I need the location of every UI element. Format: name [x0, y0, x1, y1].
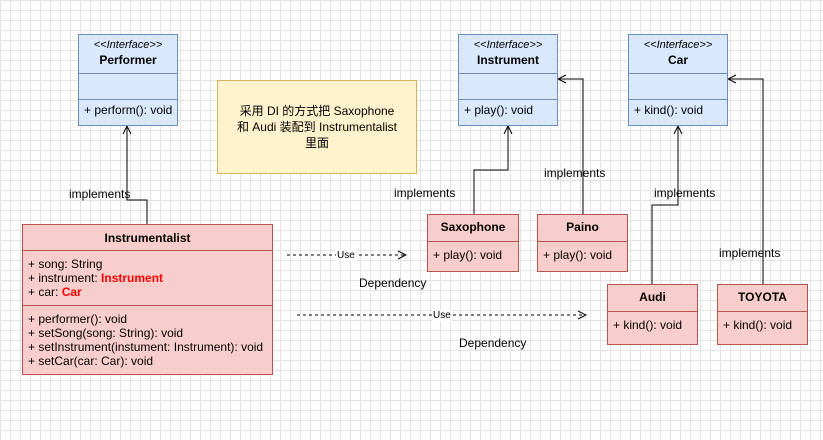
implements-edge-instrumentalist-performer	[127, 126, 148, 224]
toyota-class[interactable]: TOYOTA + kind(): void	[717, 284, 808, 345]
note-text: 采用 DI 的方式把 Saxophone 和 Audi 装配到 Instrume…	[236, 104, 398, 150]
method-line: + perform(): void	[84, 103, 173, 117]
methods-section: + play(): void	[538, 241, 627, 265]
audi-class[interactable]: Audi + kind(): void	[607, 284, 698, 345]
class-name: Instrument	[476, 53, 539, 67]
attribute-instrument: + instrument: Instrument	[28, 271, 164, 285]
methods-section: + perform(): void	[79, 99, 177, 120]
method-line: + kind(): void	[634, 103, 704, 117]
class-name: TOYOTA	[738, 290, 787, 304]
implements-label-saxophone: implements	[394, 186, 456, 200]
methods-section: + play(): void	[428, 241, 518, 265]
car-interface[interactable]: <<Interface>> Car + kind(): void	[628, 34, 728, 126]
paino-class[interactable]: Paino + play(): void	[537, 214, 628, 272]
stereotype-label: <<Interface>>	[93, 39, 163, 51]
methods-section: + performer(): void + setSong(song: Stri…	[23, 305, 272, 371]
method-line: + setCar(car: Car): void	[28, 354, 154, 368]
type-instrument: Instrument	[101, 271, 164, 285]
method-line: + play(): void	[543, 248, 613, 262]
methods-section: + kind(): void	[608, 311, 697, 335]
attributes-section	[629, 73, 727, 99]
attributes-section: + song: String + instrument: Instrument …	[23, 250, 272, 305]
method-line: + play(): void	[433, 248, 503, 262]
dependency-label-instrument: Dependency	[359, 276, 427, 290]
method-line: + performer(): void	[28, 312, 128, 326]
implements-edge-audi-car	[651, 126, 678, 284]
class-name: Car	[667, 53, 688, 67]
attribute-car: + car: Car	[28, 285, 82, 299]
instrument-interface[interactable]: <<Interface>> Instrument + play(): void	[458, 34, 558, 126]
implements-edge-toyota-car	[728, 79, 764, 284]
class-name: Instrumentalist	[104, 231, 191, 245]
implements-label-paino: implements	[544, 166, 606, 180]
stereotype-label: <<Interface>>	[473, 39, 543, 51]
method-line: + kind(): void	[723, 318, 793, 332]
method-line: + setInstrument(instument: Instrument): …	[28, 340, 264, 354]
implements-label-performer: implements	[69, 187, 131, 201]
method-line: + setSong(song: String): void	[28, 326, 184, 340]
stereotype-label: <<Interface>>	[643, 39, 713, 51]
methods-section: + kind(): void	[629, 99, 727, 120]
methods-section: + kind(): void	[718, 311, 807, 335]
dependency-label-car: Dependency	[459, 336, 527, 350]
methods-section: + play(): void	[459, 99, 557, 120]
implements-label-toyota: implements	[719, 246, 781, 260]
attribute-song: + song: String	[28, 257, 103, 271]
performer-interface[interactable]: <<Interface>> Performer + perform(): voi…	[78, 34, 178, 126]
design-note[interactable]: 采用 DI 的方式把 Saxophone 和 Audi 装配到 Instrume…	[217, 80, 417, 174]
instrumentalist-class[interactable]: Instrumentalist + song: String + instrum…	[22, 224, 273, 375]
class-name: Audi	[639, 290, 666, 304]
attributes-section	[459, 73, 557, 99]
implements-label-audi: implements	[654, 186, 716, 200]
method-line: + play(): void	[464, 103, 534, 117]
implements-edge-paino-instrument	[558, 79, 584, 214]
use-label-instrument: Use	[336, 250, 356, 261]
method-line: + kind(): void	[613, 318, 683, 332]
use-label-car: Use	[432, 310, 452, 321]
class-name: Paino	[566, 220, 599, 234]
class-name: Performer	[99, 53, 157, 67]
implements-edge-saxophone-instrument	[473, 126, 508, 214]
saxophone-class[interactable]: Saxophone + play(): void	[427, 214, 519, 272]
class-name: Saxophone	[440, 220, 506, 234]
attributes-section	[79, 73, 177, 99]
type-car: Car	[61, 285, 82, 299]
